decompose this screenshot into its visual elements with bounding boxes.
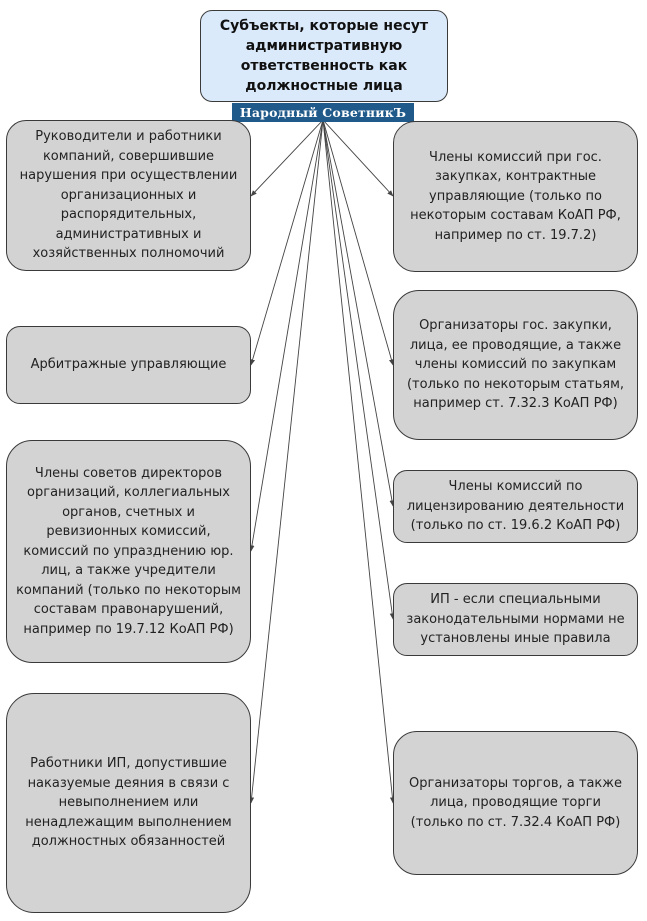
title-box: Субъекты, которые несут административную… [200,10,448,102]
right-box-3-text: Члены комиссий по лицензированию деятель… [406,479,625,534]
title-text: Субъекты, которые несут административную… [219,18,429,94]
left-box-3-text: Члены советов директоров организаций, ко… [16,465,241,637]
right-box-4: ИП - если специальными законодательными … [393,583,638,656]
right-box-5-text: Организаторы торгов, а также лица, прово… [409,775,622,830]
left-box-1: Руководители и работники компаний, совер… [6,120,251,271]
connector-right-5 [322,119,395,804]
right-box-5: Организаторы торгов, а также лица, прово… [393,731,638,875]
left-box-1-text: Руководители и работники компаний, совер… [19,129,238,262]
left-box-2: Арбитражные управляющие [6,326,251,404]
right-box-2-text: Организаторы гос. закупки, лица, ее пров… [406,318,625,412]
brand-text: Народный СоветникЪ [239,105,407,120]
right-box-3: Члены комиссий по лицензированию деятель… [393,470,638,543]
connector-right-2 [322,119,394,366]
right-box-1-text: Члены комиссий при гос. закупках, контра… [410,149,621,243]
left-box-2-text: Арбитражные управляющие [30,357,227,373]
left-box-4-text: Работники ИП, допустившие наказуемые дея… [25,756,232,850]
brand-watermark: Народный СоветникЪ [232,103,414,122]
right-box-4-text: ИП - если специальными законодательными … [406,592,625,647]
connector-left-4 [249,119,324,804]
left-box-4: Работники ИП, допустившие наказуемые дея… [6,693,251,913]
right-box-1: Члены комиссий при гос. закупках, контра… [393,121,638,272]
connector-left-3 [249,119,324,552]
connector-right-4 [322,119,395,620]
right-box-2: Организаторы гос. закупки, лица, ее пров… [393,290,638,440]
connector-left-1 [250,119,324,197]
connector-right-3 [322,119,395,507]
left-box-3: Члены советов директоров организаций, ко… [6,440,251,663]
connector-right-1 [322,119,394,197]
connector-left-2 [250,119,324,366]
